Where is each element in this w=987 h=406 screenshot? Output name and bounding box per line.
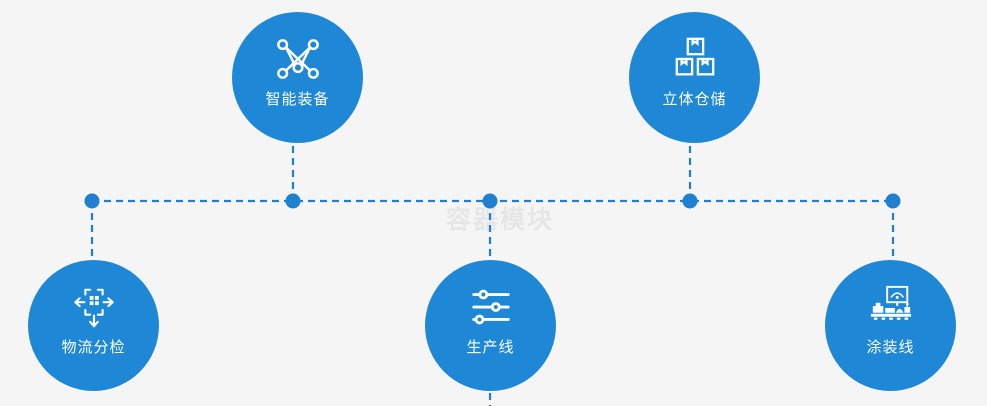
stacked-boxes-icon — [675, 37, 714, 76]
module-label: 生产线 — [466, 339, 515, 356]
node-shengchan[interactable] — [482, 193, 498, 209]
node-tuzhuang[interactable] — [885, 193, 901, 209]
node-wuliu[interactable] — [84, 193, 100, 209]
module-node-tuzhuang-xian[interactable]: 涂装线 — [825, 260, 956, 391]
node-zhineng[interactable] — [285, 193, 301, 209]
module-label: 智能装备 — [265, 91, 330, 108]
module-label: 物流分检 — [61, 339, 126, 356]
module-label: 涂装线 — [866, 339, 915, 356]
network-nodes-icon — [276, 39, 319, 79]
factory-monitor-icon — [870, 285, 911, 320]
module-node-liti-cangchu[interactable]: 立体仓储 — [629, 12, 760, 143]
sorting-arrows-icon — [73, 288, 114, 328]
node-litifang[interactable] — [682, 193, 698, 209]
module-node-wuliu-fenjian[interactable]: 物流分检 — [28, 260, 159, 391]
sliders-icon — [471, 289, 510, 325]
module-node-zhineng-zhuangbei[interactable]: 智能装备 — [232, 12, 363, 143]
module-label: 立体仓储 — [662, 91, 727, 108]
module-node-shengchan-xian[interactable]: 生产线 — [425, 260, 556, 391]
